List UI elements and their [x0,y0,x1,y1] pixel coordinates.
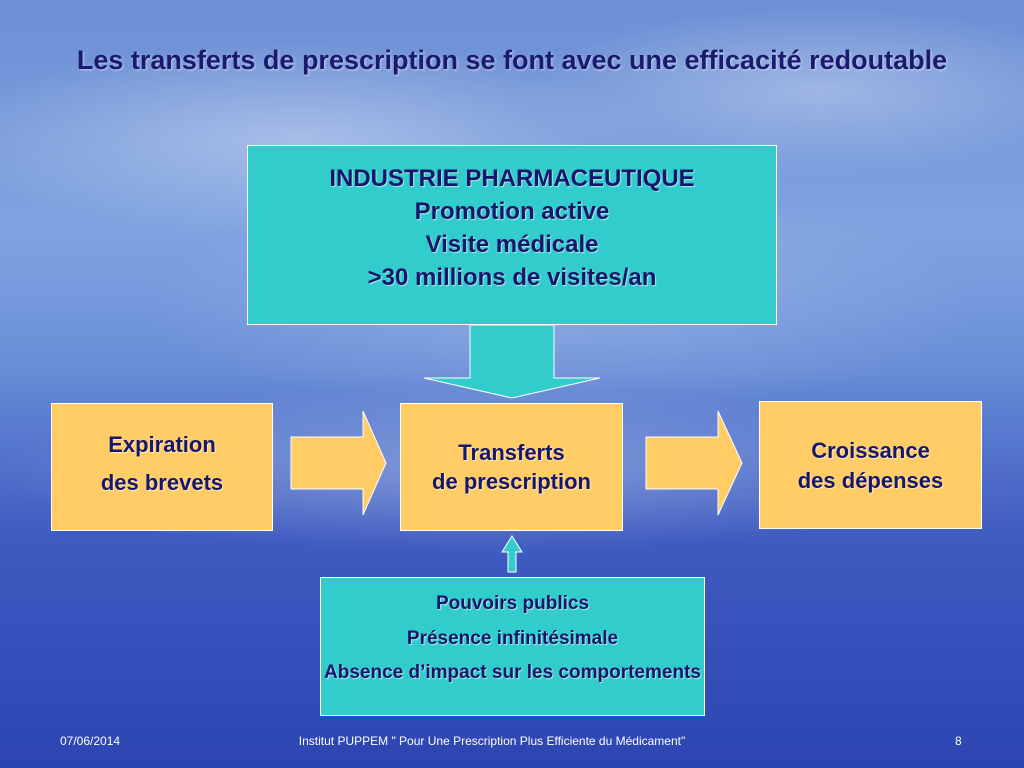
transfers-line-2: de prescription [432,469,591,494]
industry-line-4: >30 millions de visites/an [367,264,657,291]
industry-line-2: Promotion active [414,198,610,225]
transfers-box: Transferts de prescription [400,403,623,531]
footer-text: Institut PUPPEM " Pour Une Prescription … [298,734,686,748]
public-line-2: Présence infinitésimale [406,628,619,649]
expiration-line-2: des brevets [100,470,224,495]
growth-line-2: des dépenses [797,468,944,493]
transfers-line-1: Transferts [458,440,565,465]
expiration-box: Expiration des brevets [51,403,273,531]
page-number: 8 [955,734,962,748]
public-line-3: Absence d’impact sur les comportements [324,662,701,683]
expiration-line-1: Expiration [108,432,216,457]
industry-line-3: Visite médicale [425,231,599,258]
footer-date: 07/06/2014 [60,734,121,748]
public-line-1: Pouvoirs publics [435,593,590,614]
public-authorities-box: Pouvoirs publics Présence infinitésimale… [320,577,705,716]
slide-title: Les transferts de prescription se font a… [76,45,948,75]
growth-box: Croissance des dépenses [759,401,982,529]
growth-line-1: Croissance [811,438,930,463]
industry-box: INDUSTRIE PHARMACEUTIQUE Promotion activ… [247,145,777,325]
industry-line-1: INDUSTRIE PHARMACEUTIQUE [329,165,695,192]
